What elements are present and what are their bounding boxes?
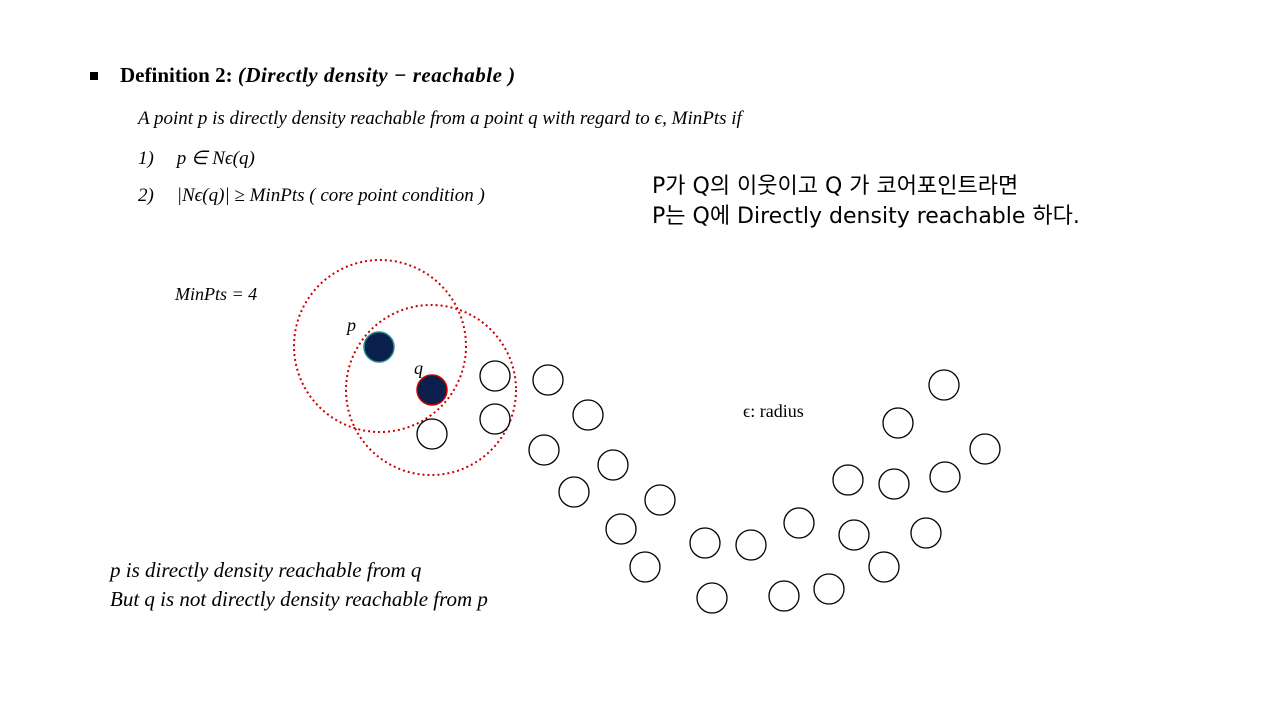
data-point	[479, 360, 511, 392]
condition-2: 2) |Nϵ(q)| ≥ MinPts ( core point conditi…	[138, 185, 485, 207]
data-point	[689, 527, 721, 559]
data-point	[528, 434, 560, 466]
definition-sentence: A point p is directly density reachable …	[138, 108, 742, 129]
p-neighborhood-ring	[293, 259, 467, 433]
data-point	[882, 407, 914, 439]
data-point	[629, 551, 661, 583]
epsilon-radius-label: ϵ: radius	[743, 401, 804, 421]
condition-2-number: 2)	[138, 185, 154, 206]
definition-title-prefix: Definition 2:	[120, 63, 233, 87]
korean-note-line-1: P가 Q의 이웃이고 Q 가 코어포인트라면	[652, 174, 1019, 199]
data-point	[597, 449, 629, 481]
data-point	[878, 468, 910, 500]
point-p	[363, 331, 395, 363]
data-point	[479, 403, 511, 435]
data-point	[696, 582, 728, 614]
bullet-marker	[90, 72, 98, 80]
condition-1: 1) p ∈ Nϵ(q)	[138, 147, 255, 170]
data-point	[868, 551, 900, 583]
data-point	[735, 529, 767, 561]
p-label: p	[345, 315, 356, 335]
data-point	[558, 476, 590, 508]
definition-title-math: (Directly density − reachable )	[237, 63, 516, 87]
data-point	[832, 464, 864, 496]
data-point	[572, 399, 604, 431]
data-point	[532, 364, 564, 396]
data-point	[416, 418, 448, 450]
definition-title: Definition 2: (Directly density − reacha…	[120, 63, 516, 88]
data-point	[605, 513, 637, 545]
q-neighborhood-ring	[345, 304, 517, 476]
data-point	[969, 433, 1001, 465]
data-point	[644, 484, 676, 516]
data-point	[813, 573, 845, 605]
conclusion-line-1: p is directly density reachable from q	[110, 558, 422, 582]
data-point	[768, 580, 800, 612]
condition-1-text: p ∈ Nϵ(q)	[176, 148, 255, 169]
conclusion-line-2: But q is not directly density reachable …	[110, 587, 488, 611]
condition-2-text: |Nϵ(q)| ≥ MinPts ( core point condition …	[176, 185, 485, 206]
data-point	[783, 507, 815, 539]
q-label: q	[414, 358, 423, 378]
condition-1-number: 1)	[138, 148, 154, 169]
korean-note-line-2: P는 Q에 Directly density reachable 하다.	[652, 204, 1080, 229]
point-q	[416, 374, 448, 406]
data-point	[928, 369, 960, 401]
data-point	[929, 461, 961, 493]
data-point	[838, 519, 870, 551]
minpts-label: MinPts = 4	[175, 284, 258, 304]
data-point	[910, 517, 942, 549]
